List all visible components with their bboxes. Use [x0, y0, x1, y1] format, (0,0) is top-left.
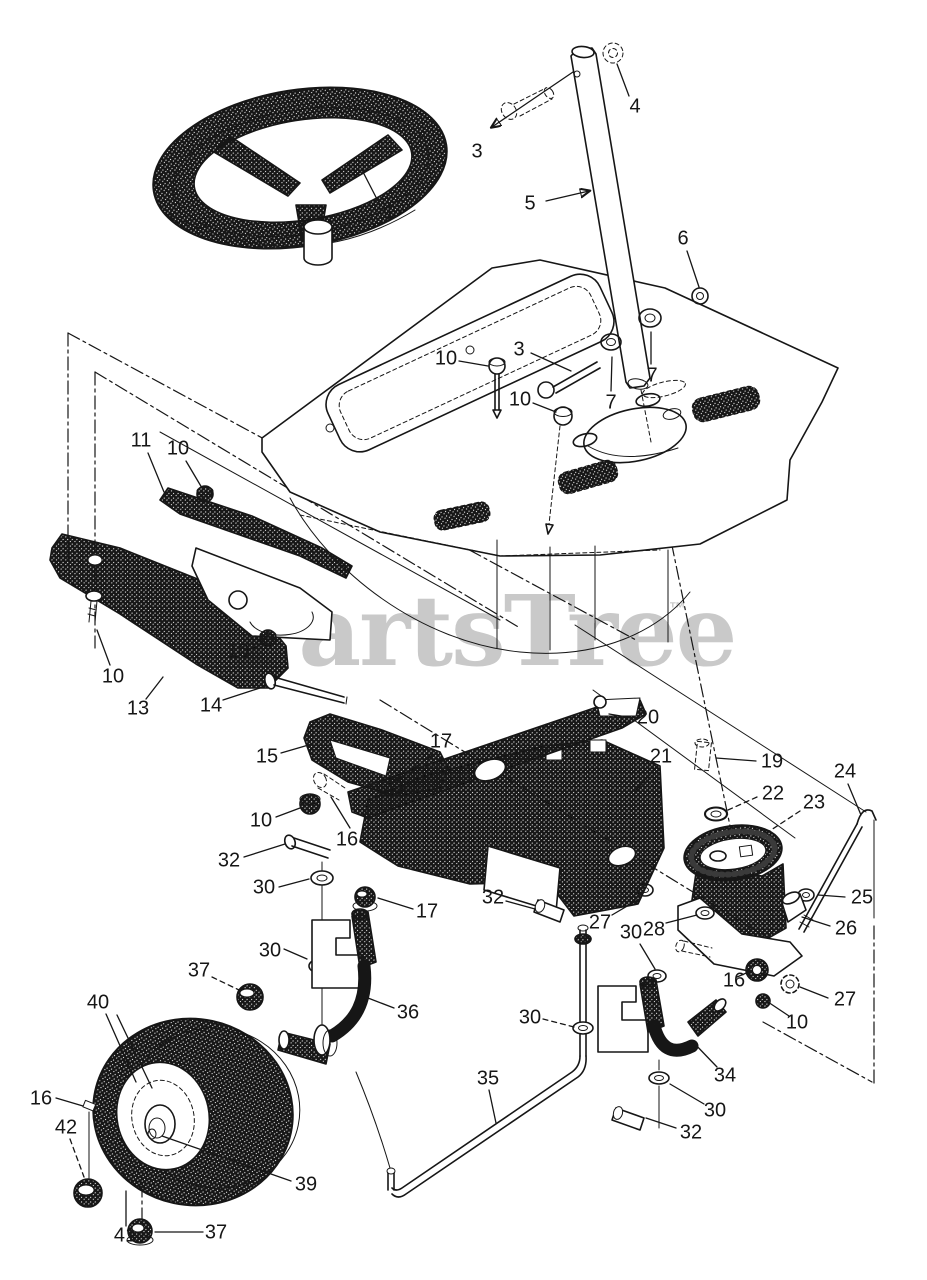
leader-line-40-37 [105, 1013, 137, 1083]
trademark-symbol: ™ [669, 599, 686, 618]
leader-line-24-23 [847, 783, 862, 816]
leader-line-17-33 [377, 897, 414, 910]
leader-line-30-32 [278, 878, 310, 888]
dash-console [261, 259, 839, 654]
leader-line-10-6 [458, 360, 489, 367]
leader-line-30-34 [283, 948, 308, 960]
right-spindle [597, 976, 727, 1131]
leader-line-32-47 [645, 1117, 677, 1129]
leader-line-39-40 [161, 1135, 292, 1182]
leader-line-30-49 [639, 943, 656, 970]
leader-line-25-24 [817, 894, 846, 898]
leader-line-27-26 [799, 986, 829, 999]
steering-support-brackets [49, 485, 353, 705]
leader-line-19-20 [715, 757, 757, 762]
leader-line-34-45 [691, 1040, 718, 1068]
leader-line-35-43 [488, 1089, 497, 1124]
leader-line-10-12 [96, 629, 111, 666]
leader-line-10-15 [250, 641, 267, 650]
leader-line-30-46 [669, 1083, 705, 1105]
leader-line-14-14 [222, 685, 267, 701]
sector-gear [677, 824, 803, 977]
leader-line-20-18 [608, 713, 634, 719]
leader-line-16-27 [736, 970, 752, 978]
shaft-nut-4 [602, 42, 624, 64]
leader-line-16-30 [330, 796, 351, 829]
console-washers-6-7 [600, 287, 709, 351]
front-wheel [73, 1017, 301, 1246]
leader-line-40-37 [116, 1014, 153, 1089]
leader-line-28-50 [665, 914, 698, 924]
leader-line-42-39 [69, 1138, 85, 1178]
leader-line-5-3 [545, 191, 589, 202]
pivot-bolt-19 [694, 738, 729, 822]
leader-line-32-51 [505, 900, 536, 910]
leader-line-16-38 [55, 1097, 84, 1107]
leader-line-26-25 [801, 916, 831, 927]
leader-line-23-22 [767, 810, 801, 833]
leader-line-21-19 [635, 767, 657, 791]
leader-line-10-28 [767, 1001, 790, 1017]
leader-line-11-10 [147, 452, 165, 493]
drag-link [386, 924, 594, 1198]
leader-line-22-21 [727, 796, 758, 811]
steering-wheel [152, 86, 448, 266]
leader-line-1-0 [361, 169, 381, 206]
leader-line-4-2 [616, 63, 630, 97]
leader-line-3-5 [530, 352, 572, 372]
leader-line-27-48 [611, 897, 642, 916]
leader-line-30-44 [542, 1018, 575, 1028]
leader-line-15-16 [280, 743, 313, 754]
leader-line-3-1 [492, 71, 574, 127]
steering-shaft [570, 45, 652, 443]
leader-line-10-7 [532, 402, 557, 413]
leader-lines-layer [55, 63, 862, 1233]
leader-line-13-13 [145, 676, 164, 700]
leader-line-32-31 [243, 843, 286, 858]
leader-line-10-11 [185, 460, 203, 489]
leader-line-17-17 [396, 753, 435, 781]
leader-line-10-29 [275, 807, 301, 818]
leader-line-6-4 [686, 250, 700, 288]
tie-rod-24 [781, 809, 877, 933]
console-bolts-3-10 [488, 357, 601, 535]
left-spindle [277, 908, 391, 1169]
shaft-bolt-3 [500, 87, 555, 120]
front-axle [347, 695, 647, 819]
leader-line-37-35 [211, 976, 240, 991]
leader-line-7-8 [610, 356, 613, 392]
leader-line-36-36 [367, 997, 395, 1009]
sector-hardware [533, 883, 800, 1009]
